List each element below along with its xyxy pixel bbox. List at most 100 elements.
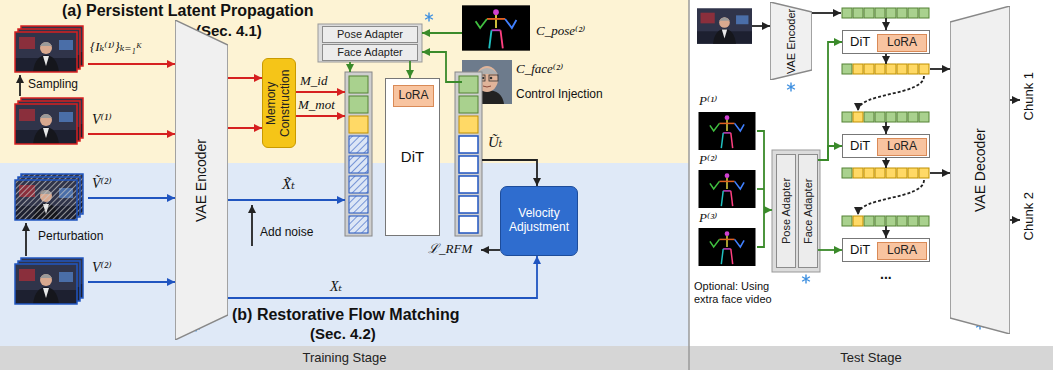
polyline-shape xyxy=(482,160,537,186)
token-stacks xyxy=(345,8,929,236)
flow-arrows xyxy=(20,13,1020,282)
rect-shape xyxy=(345,72,372,236)
lora-box: LoRA xyxy=(877,138,927,156)
rect-shape xyxy=(908,168,918,178)
adapter-group-boxes xyxy=(318,24,820,272)
rect-shape xyxy=(349,76,368,93)
math-label: P⁽³⁾ xyxy=(699,211,717,226)
rect-shape xyxy=(349,96,368,113)
rect-shape xyxy=(459,196,478,213)
use-shape xyxy=(699,112,756,150)
node-label: VAE Encoder xyxy=(193,23,209,337)
line-shape xyxy=(228,127,262,129)
edge-label: Xₜ xyxy=(330,279,342,295)
line-shape xyxy=(228,199,345,201)
line-shape xyxy=(296,91,345,93)
math-label: M_id xyxy=(300,74,327,89)
connector-arrow xyxy=(228,77,262,79)
rect-shape xyxy=(842,64,852,74)
rect-shape xyxy=(842,216,852,226)
rect-shape xyxy=(15,104,77,144)
rect-shape xyxy=(349,216,368,233)
line-shape xyxy=(752,25,770,27)
rect-shape xyxy=(908,64,918,74)
node-label: DiT xyxy=(850,243,870,258)
node-label: DiT xyxy=(850,139,870,154)
trapezoid-path xyxy=(950,6,1010,334)
rect-shape xyxy=(908,8,918,18)
polyline-shape xyxy=(757,131,764,247)
step-label: Add noise xyxy=(260,226,313,240)
rect-shape xyxy=(875,216,885,226)
rect-shape xyxy=(853,168,863,178)
node-label: Pose Adapter xyxy=(780,157,793,265)
step-label: Sampling xyxy=(28,78,78,92)
section-heading: (Sec. 4.2) xyxy=(310,325,376,342)
rect-shape xyxy=(842,8,852,18)
use-shape xyxy=(425,13,433,22)
frozen-icons xyxy=(192,13,984,332)
rect-shape xyxy=(864,64,874,74)
node-label: LoRA xyxy=(887,36,917,50)
node-label: DiT xyxy=(401,148,424,165)
use-shape xyxy=(15,264,77,304)
stage-label: Training Stage xyxy=(0,351,689,366)
output-label: Chunk 2 xyxy=(1022,192,1037,240)
line-shape xyxy=(88,281,175,283)
use-shape xyxy=(697,8,752,43)
math-label: {Iₖ⁽¹⁾}ₖ₌₁ᴷ xyxy=(90,40,142,55)
use-shape xyxy=(15,104,77,144)
node-label: DiT xyxy=(850,35,870,50)
node-label: Velocity Adjustment xyxy=(501,207,577,235)
line-shape xyxy=(885,122,887,134)
step-label: Control Injection xyxy=(516,88,603,102)
adapter-box: Face Adapter xyxy=(322,44,418,61)
rect-shape xyxy=(864,216,874,226)
node-label: VAE Decoder xyxy=(972,9,988,331)
video-frames xyxy=(15,5,756,304)
trapezoid-path xyxy=(770,2,812,80)
line-shape xyxy=(349,62,351,72)
math-label: P⁽²⁾ xyxy=(699,153,717,168)
region-band: (a) Persistent Latent Propagation(Sec. 4… xyxy=(0,0,689,163)
rect-shape xyxy=(897,216,907,226)
math-label: Ũₜ xyxy=(488,134,503,151)
rect-shape xyxy=(349,116,368,133)
rect-shape xyxy=(318,24,422,62)
rect-shape xyxy=(853,112,863,122)
rect-shape xyxy=(864,168,874,178)
node-label: Memory Construction xyxy=(265,61,293,145)
rect-shape xyxy=(349,196,368,213)
rect-shape xyxy=(349,156,368,173)
rect-shape xyxy=(897,8,907,18)
math-label: X̃ₜ xyxy=(282,176,295,193)
rect-shape xyxy=(897,64,907,74)
line-shape xyxy=(88,197,175,199)
path-shape xyxy=(858,76,924,111)
line-shape xyxy=(688,0,690,370)
rect-shape xyxy=(919,168,929,178)
rect-shape xyxy=(908,112,918,122)
rect-shape xyxy=(349,216,368,233)
rect-shape xyxy=(875,64,885,74)
line-shape xyxy=(930,68,950,70)
rect-shape xyxy=(919,64,929,74)
rect-shape xyxy=(459,136,478,153)
rect-shape xyxy=(875,112,885,122)
line-shape xyxy=(1010,99,1020,101)
rect-shape xyxy=(886,64,896,74)
connector-arrow xyxy=(818,42,842,160)
line-shape xyxy=(885,226,887,238)
connector-arrow xyxy=(228,256,537,298)
node-label: Face Adapter xyxy=(337,46,402,59)
rect-shape xyxy=(349,176,368,193)
rect-shape xyxy=(459,176,478,193)
math-label: Ṽ⁽²⁾ xyxy=(92,176,112,192)
rect-shape xyxy=(772,150,820,272)
line-shape xyxy=(764,209,772,211)
rect-shape xyxy=(853,216,863,226)
rect-shape xyxy=(349,136,368,153)
rect-shape xyxy=(349,156,368,173)
